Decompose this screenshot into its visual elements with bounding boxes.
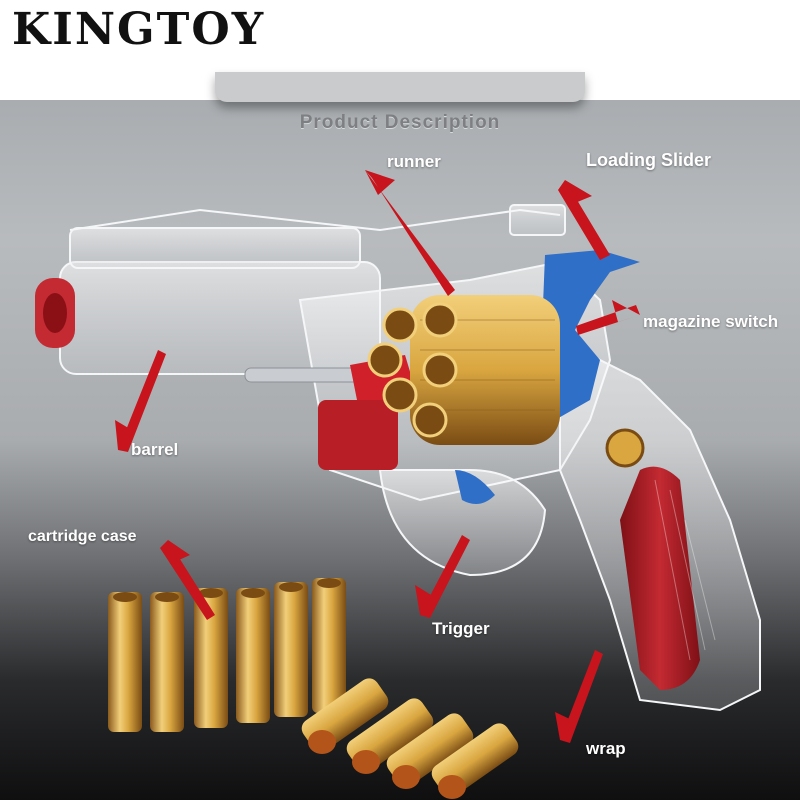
lying-cartridges (301, 678, 519, 799)
label-trigger: Trigger (432, 619, 490, 638)
arrow-trigger (415, 535, 470, 618)
arrow-magazine-switch (576, 300, 640, 335)
brand-logo: KINGTOY (12, 4, 266, 55)
label-barrel: barrel (131, 440, 179, 459)
label-cartridge-case: cartridge case (28, 528, 137, 545)
label-magazine-switch: magazine switch (643, 312, 779, 331)
pointer-arrows (115, 170, 640, 743)
header-shelf (215, 72, 585, 102)
trigger (455, 470, 495, 504)
muzzle (35, 278, 75, 348)
arrow-loading-slider (558, 180, 610, 260)
grip-medallion (605, 428, 645, 468)
page-subtitle: Product Description (299, 112, 501, 133)
standing-cartridges (108, 578, 346, 732)
grip-insert (620, 466, 700, 690)
arrow-cartridge-case (160, 540, 215, 620)
label-wrap: wrap (586, 739, 626, 758)
arrow-barrel (115, 350, 166, 452)
arrow-wrap (555, 650, 603, 743)
arrow-runner (365, 170, 455, 296)
cylinder (367, 295, 560, 445)
hammer (540, 250, 640, 420)
label-loading-slider: Loading Slider (586, 150, 712, 170)
label-runner: runner (387, 152, 441, 171)
